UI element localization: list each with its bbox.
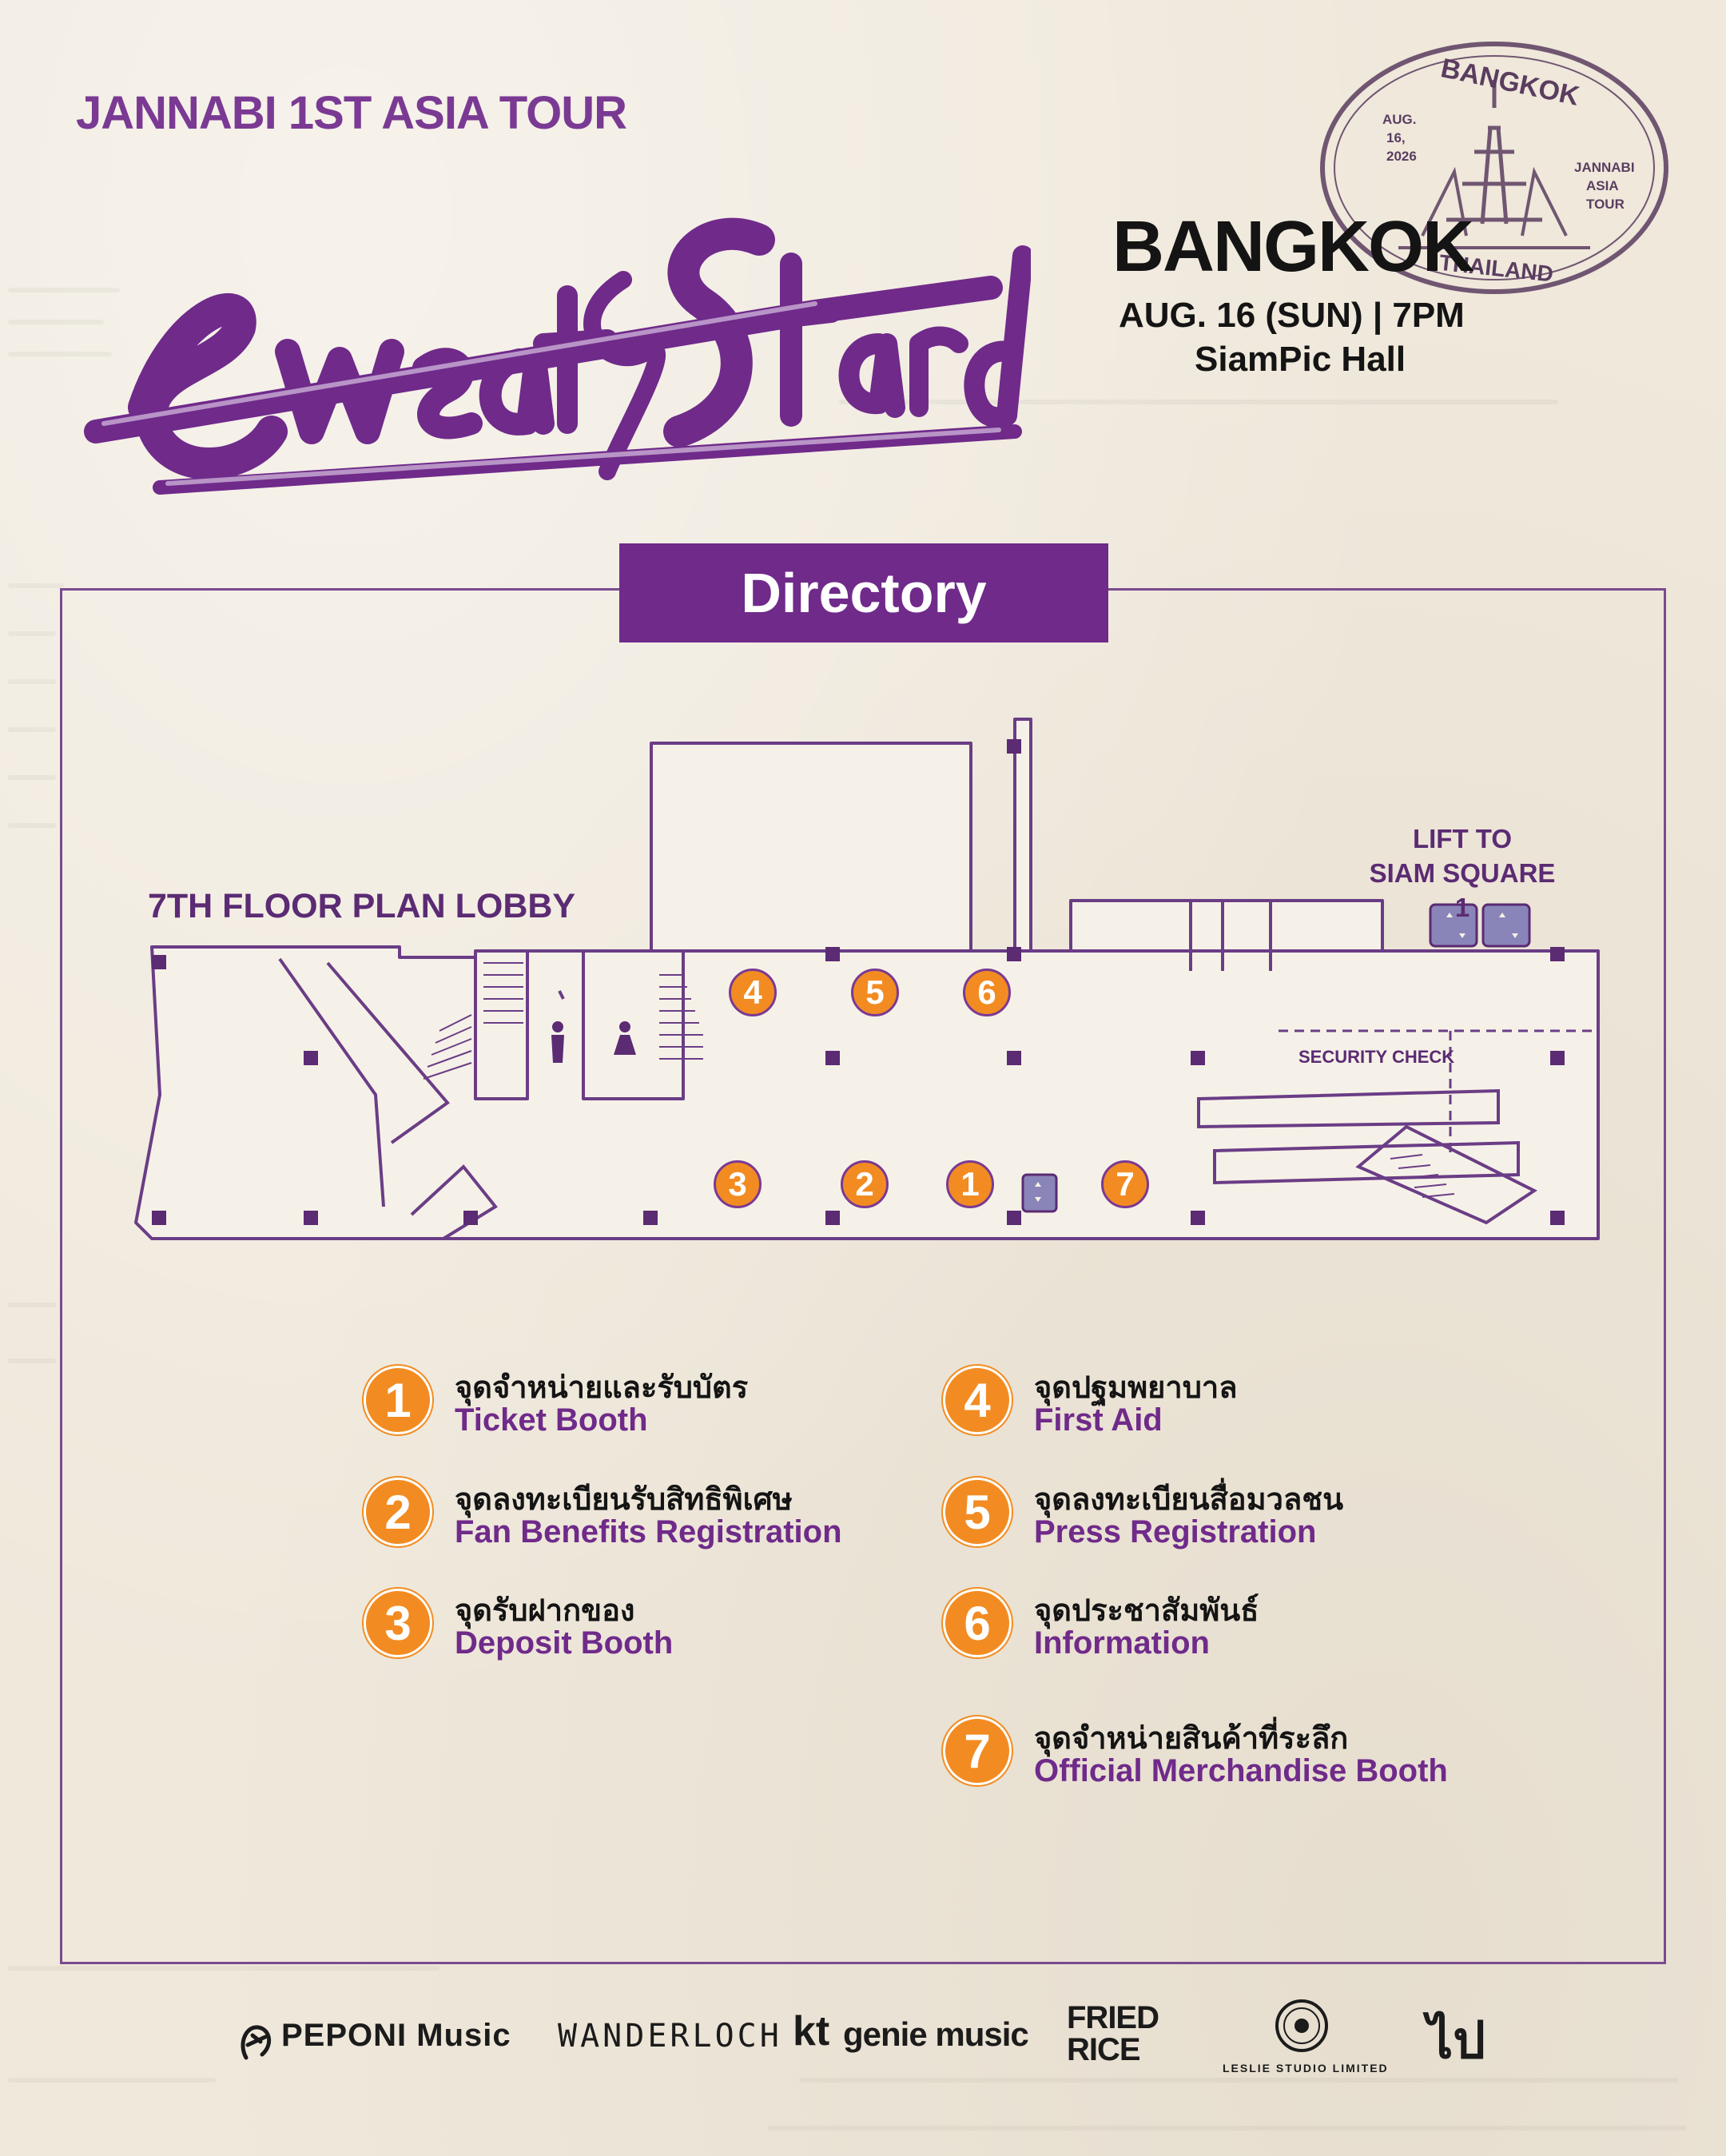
map-marker-5[interactable]: 5: [851, 969, 899, 1016]
fried-rice-line-2: RICE: [1067, 2032, 1141, 2067]
sponsor-peponi-music: PEPONI Music: [281, 2018, 511, 2053]
stamp-date-line-1: AUG.: [1382, 112, 1417, 127]
sponsor-leslie-studio: LESLIE STUDIO LIMITED: [1223, 2062, 1389, 2074]
fried-rice-line-1: FRIED: [1067, 2000, 1159, 2035]
legend-english-label: Press Registration: [1034, 1514, 1317, 1549]
stamp-tour-line-1: JANNABI: [1574, 160, 1635, 175]
legend-english-label: Official Merchandise Booth: [1034, 1753, 1448, 1788]
sweat-and-stardust-title-art: [84, 217, 1031, 495]
legend-number: 7: [943, 1716, 1012, 1785]
legend-number: 1: [364, 1366, 432, 1434]
security-check-label: SECURITY CHECK: [1298, 1047, 1455, 1067]
map-marker-7[interactable]: 7: [1101, 1160, 1149, 1208]
legend-english-label: First Aid: [1034, 1402, 1163, 1438]
legend-thai-label: จุดลงทะเบียนรับสิทธิพิเศษ: [455, 1483, 793, 1517]
directory-title: Directory: [619, 543, 1108, 642]
legend-number: 4: [943, 1366, 1012, 1434]
tour-name: JANNABI 1ST ASIA TOUR: [76, 87, 627, 139]
leslie-studio-seal-icon: [1275, 1999, 1328, 2052]
legend-thai-label: จุดลงทะเบียนสื่อมวลชน: [1034, 1483, 1344, 1517]
legend-english-label: Fan Benefits Registration: [455, 1514, 842, 1549]
legend-english-label: Ticket Booth: [455, 1402, 648, 1438]
legend-number: 5: [943, 1478, 1012, 1546]
legend-thai-label: จุดจำหน่ายและรับบัตร: [455, 1371, 749, 1405]
map-marker-4[interactable]: 4: [729, 969, 777, 1016]
legend-number: 2: [364, 1478, 432, 1546]
legend-thai-label: จุดปฐมพยาบาล: [1034, 1371, 1238, 1405]
peponi-logo-icon: [241, 2025, 272, 2060]
stamp-date-line-3: 2026: [1386, 149, 1417, 164]
stamp-tour-line-3: TOUR: [1586, 197, 1625, 212]
legend-thai-label: จุดจำหน่ายสินค้าที่ระลึก: [1034, 1722, 1349, 1756]
map-marker-1[interactable]: 1: [946, 1160, 994, 1208]
sponsor-fried-rice: FRIED RICE: [1067, 2002, 1159, 2066]
map-marker-6[interactable]: 6: [963, 969, 1011, 1016]
legend-thai-label: จุดประชาสัมพันธ์: [1034, 1594, 1259, 1628]
lift-label-line-1: LIFT TO: [1412, 824, 1513, 853]
floor-plan-title: 7TH FLOOR PLAN LOBBY: [148, 887, 576, 925]
city-name: BANGKOK: [1112, 207, 1474, 287]
stamp-city: BANGKOK: [1438, 53, 1582, 112]
event-date-time: AUG. 16 (SUN) | 7PM: [1119, 296, 1465, 335]
legend-number: 3: [364, 1589, 432, 1657]
stamp-tour-line-2: ASIA: [1586, 178, 1619, 193]
stamp-date-line-2: 16,: [1386, 130, 1406, 145]
sponsor-kt-logo: kt: [793, 2008, 830, 2055]
bangkok-postmark-stamp: BANGKOK AUG. 16, 2026 JANNABI ASIA TOUR …: [1320, 42, 1668, 294]
legend-number: 6: [943, 1589, 1012, 1657]
floor-plan-map: [134, 718, 1600, 1240]
map-marker-3[interactable]: 3: [714, 1160, 762, 1208]
map-marker-2[interactable]: 2: [841, 1160, 889, 1208]
sponsor-genie-music: genie music: [843, 2015, 1029, 2053]
sponsor-thai-logo: ไป: [1427, 2011, 1485, 2070]
sponsor-wanderloch: WANDERLOCH: [558, 2018, 782, 2055]
legend-english-label: Information: [1034, 1625, 1210, 1661]
venue-name: SiamPic Hall: [1195, 340, 1406, 379]
legend-english-label: Deposit Booth: [455, 1625, 674, 1661]
lift-label: LIFT TO SIAM SQUARE 1: [1358, 821, 1566, 925]
lift-label-line-2: SIAM SQUARE 1: [1369, 858, 1556, 922]
legend-thai-label: จุดรับฝากของ: [455, 1594, 635, 1628]
